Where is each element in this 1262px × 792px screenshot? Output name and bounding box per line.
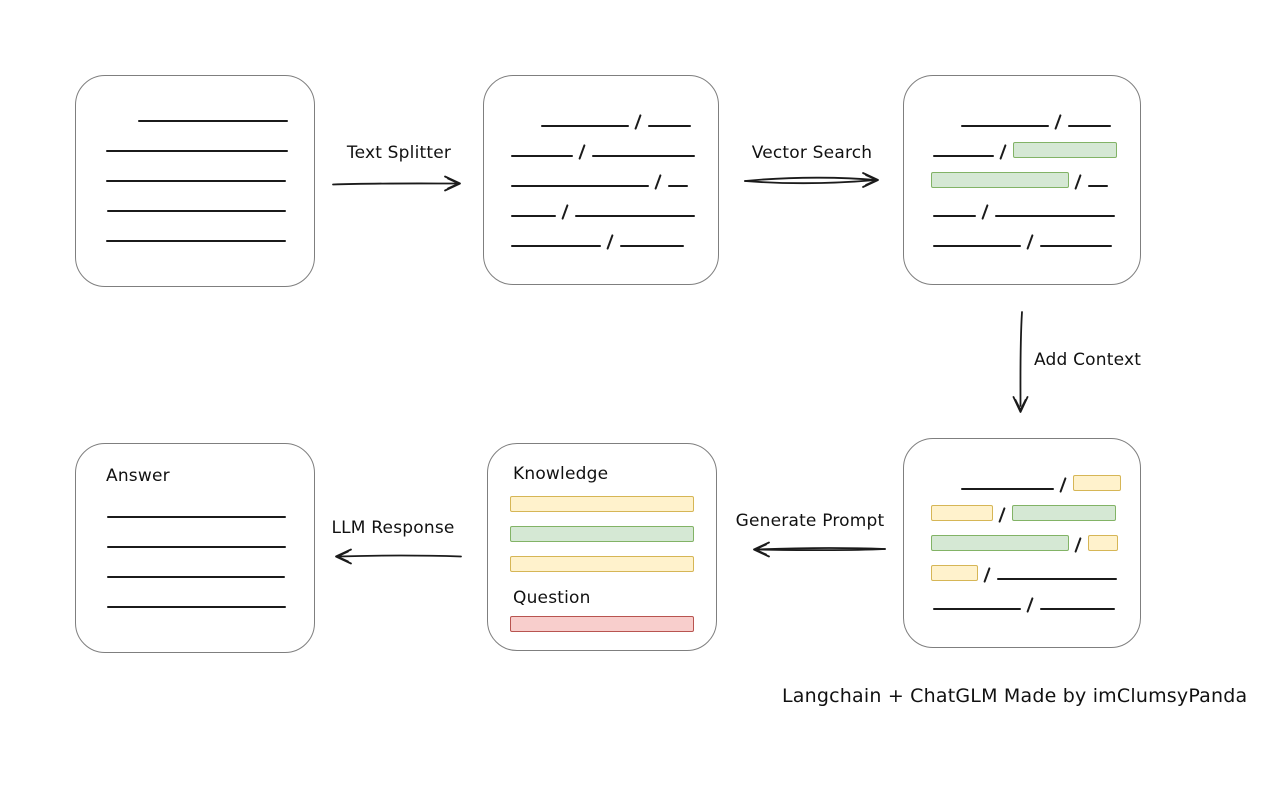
vector-search-label: Vector Search	[751, 143, 873, 163]
text-row	[904, 581, 1140, 613]
text-line	[511, 155, 573, 157]
matched-text-lines	[904, 76, 1140, 250]
answer-label: Answer	[106, 466, 170, 486]
text-row	[76, 519, 314, 549]
text-line	[138, 120, 288, 122]
text-line	[1040, 608, 1115, 610]
split-text-box	[483, 75, 719, 285]
text-row	[76, 183, 314, 213]
yellow-bar	[510, 556, 694, 572]
text-line	[107, 576, 285, 578]
text-line	[107, 516, 286, 518]
generate-prompt-label: Generate Prompt	[735, 511, 885, 531]
text-row	[904, 461, 1140, 493]
text-line	[541, 125, 629, 127]
text-row	[76, 579, 314, 609]
text-line	[106, 150, 288, 152]
text-row	[484, 218, 718, 250]
yellow-highlight	[931, 505, 993, 521]
document-lines	[76, 76, 314, 243]
text-line	[668, 185, 688, 187]
text-row	[76, 213, 314, 243]
text-line	[933, 215, 976, 217]
text-line	[511, 185, 649, 187]
text-row	[76, 549, 314, 579]
question-label: Question	[513, 588, 591, 608]
red-bar	[510, 616, 694, 632]
text-row	[904, 521, 1140, 553]
text-row	[904, 158, 1140, 190]
yellow-highlight	[1073, 475, 1121, 491]
yellow-bar	[510, 496, 694, 512]
text-line	[106, 180, 286, 182]
text-line	[933, 608, 1021, 610]
text-line	[107, 606, 286, 608]
text-line	[592, 155, 695, 157]
text-line	[575, 215, 695, 217]
text-line	[1088, 185, 1108, 187]
knowledge-bars	[510, 496, 716, 572]
vector-matched-box	[903, 75, 1141, 285]
vector-search-arrow-icon	[744, 172, 879, 188]
llm-response-label: LLM Response	[331, 518, 455, 538]
text-row	[76, 123, 314, 153]
slash-separator	[606, 234, 614, 250]
green-highlight	[1013, 142, 1117, 158]
text-row	[904, 491, 1140, 523]
answer-lines	[76, 487, 314, 609]
yellow-highlight	[1088, 535, 1118, 551]
text-line	[995, 215, 1115, 217]
add-context-label: Add Context	[1034, 350, 1142, 370]
slash-separator	[1026, 234, 1034, 250]
text-line	[997, 578, 1117, 580]
slash-separator	[1026, 597, 1034, 613]
context-text-lines	[904, 439, 1140, 613]
text-row	[904, 218, 1140, 250]
attribution-text: Langchain + ChatGLM Made by imClumsyPand…	[782, 685, 1248, 707]
split-text-lines	[484, 76, 718, 250]
text-splitter-label: Text Splitter	[346, 143, 452, 163]
text-row	[484, 158, 718, 190]
text-row	[904, 128, 1140, 160]
answer-box: Answer	[75, 443, 315, 653]
text-row	[904, 551, 1140, 583]
text-row	[76, 153, 314, 183]
text-line	[1068, 125, 1111, 127]
text-line	[511, 245, 601, 247]
text-line	[620, 245, 684, 247]
text-line	[933, 155, 994, 157]
text-line	[961, 488, 1054, 490]
add-context-arrow-icon	[1012, 311, 1029, 413]
text-row	[484, 188, 718, 220]
text-line	[933, 245, 1021, 247]
text-line	[106, 240, 286, 242]
text-line	[107, 210, 286, 212]
text-line	[107, 546, 286, 548]
prompt-box: Knowledge Question	[487, 443, 717, 651]
text-row	[904, 188, 1140, 220]
text-row	[76, 93, 314, 123]
generate-prompt-arrow-icon	[753, 541, 886, 558]
green-bar	[510, 526, 694, 542]
text-row	[904, 98, 1140, 130]
question-bars	[510, 616, 716, 632]
knowledge-label: Knowledge	[513, 464, 609, 484]
context-box	[903, 438, 1141, 648]
green-highlight	[931, 535, 1069, 551]
text-line	[511, 215, 556, 217]
llm-response-arrow-icon	[335, 548, 462, 565]
text-line	[648, 125, 691, 127]
text-line	[1040, 245, 1112, 247]
source-document-box	[75, 75, 315, 287]
prompt-box-content: Knowledge Question	[510, 464, 716, 632]
text-row	[484, 128, 718, 160]
text-splitter-arrow-icon	[332, 175, 461, 192]
yellow-highlight	[931, 565, 978, 581]
text-line	[961, 125, 1049, 127]
green-highlight	[1012, 505, 1116, 521]
text-row	[76, 489, 314, 519]
green-highlight	[931, 172, 1069, 188]
text-row	[484, 98, 718, 130]
